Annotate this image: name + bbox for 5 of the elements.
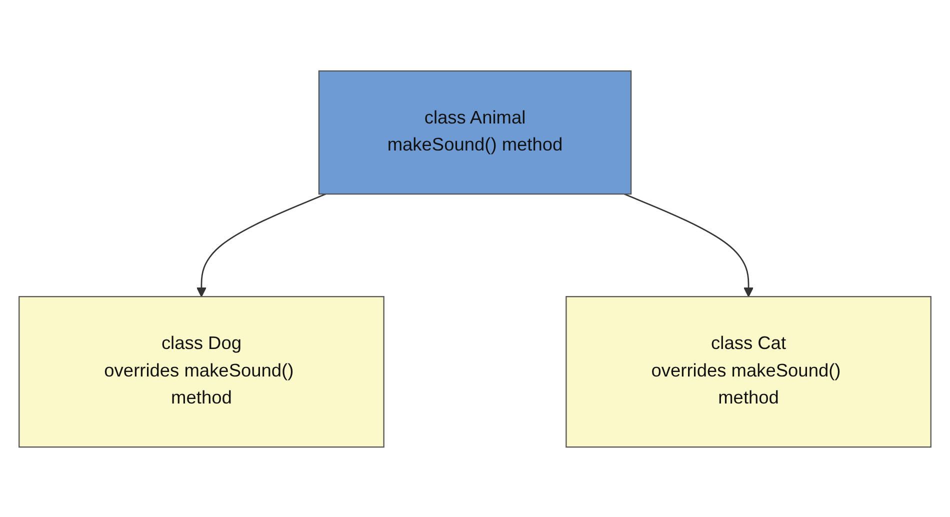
node-box: class Cat overrides makeSound() method: [566, 296, 932, 448]
arrow: [196, 192, 326, 297]
node-box: class Dog overrides makeSound() method: [18, 296, 384, 448]
arrow: [624, 192, 754, 297]
node-box: class Animal makeSound() method: [318, 70, 632, 194]
